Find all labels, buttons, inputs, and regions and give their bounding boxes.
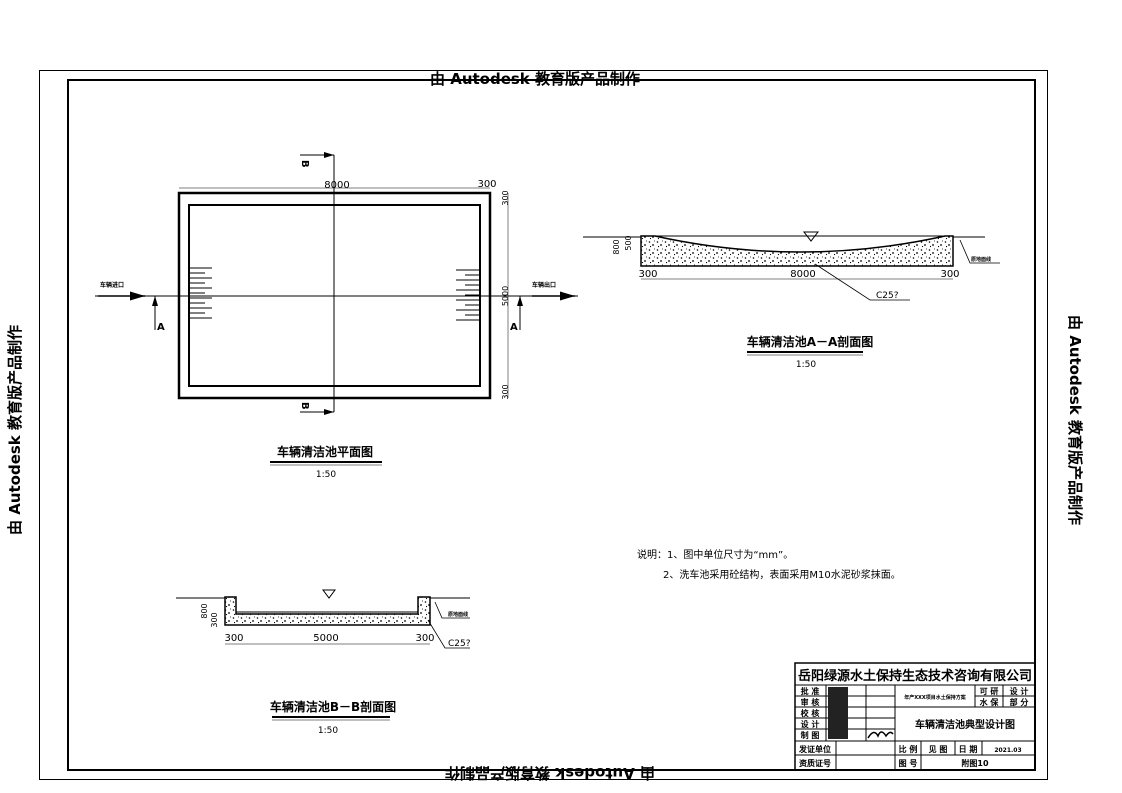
role-design: 设 计: [801, 719, 820, 729]
watermark-top: 由 Autodesk 教育版产品制作: [430, 70, 640, 88]
cert-unit-label: 发证单位: [798, 744, 831, 754]
bb-depth-inner: 300: [210, 612, 219, 627]
drawing-no-label: 图 号: [899, 759, 918, 768]
aa-depth-inner: 500: [624, 235, 633, 250]
redacted-names: [828, 687, 848, 739]
watermark-left: 由 Autodesk 教育版产品制作: [6, 325, 24, 535]
stage-2: 设 计: [1010, 686, 1029, 696]
section-aa: 300 8000 300 800 500 C25? 原地面线 车辆清洁池A－A剖…: [583, 231, 1000, 370]
role-approve: 批 准: [801, 686, 820, 696]
company-name: 岳阳绿源水土保持生态技术咨询有限公司: [798, 668, 1032, 684]
dim-width: 5000: [501, 286, 510, 306]
title-block: [794, 662, 1036, 771]
bb-dim-right: 300: [415, 633, 434, 644]
section-a-label-right: A: [510, 322, 518, 333]
aa-depth-total: 800: [612, 239, 621, 254]
water-level-icon: [802, 231, 820, 242]
cert-no-label: 资质证号: [799, 758, 831, 768]
plan-title: 车辆清洁池平面图: [277, 444, 373, 459]
section-bb-title: 车辆清洁池B－B剖面图: [270, 699, 396, 714]
dept-2: 部 分: [1010, 697, 1029, 707]
watermark-right: 由 Autodesk 教育版产品制作: [1066, 315, 1084, 525]
dim-length: 8000: [324, 180, 349, 191]
note-line-1: 说明：1、图中单位尺寸为“mm”。: [637, 548, 793, 561]
scale-value: 见 图: [929, 745, 948, 754]
outer-border: [39, 70, 1048, 780]
project-name: 年产XXX项目水土保持方案: [904, 694, 967, 701]
grate-right: [456, 269, 479, 321]
exit-label: 车辆出口: [532, 281, 556, 289]
bb-concrete-section: [224, 596, 431, 626]
section-a-label-left: A: [157, 322, 165, 333]
section-aa-title: 车辆清洁池A－A剖面图: [747, 334, 874, 349]
section-b-label-top: B: [299, 160, 310, 168]
section-aa-scale: 1:50: [796, 360, 816, 370]
drawing-no: 附图10: [961, 758, 989, 768]
aa-dim-left: 300: [638, 269, 657, 280]
dept-1: 水 保: [979, 697, 1000, 707]
date-label: 日 期: [959, 744, 978, 754]
dim-wall-bottom: 300: [501, 384, 510, 399]
plan-scale: 1:50: [316, 470, 336, 480]
plan-view: A A B B 车辆进口 车辆出口 8000 300 300 5000 300 …: [95, 152, 578, 480]
bb-water-level-icon: [322, 589, 336, 599]
section-bb-scale: 1:50: [318, 726, 338, 736]
note-line-2: 2、洗车池采用砼结构，表面采用M10水泥砂浆抹面。: [663, 568, 901, 581]
bb-material: C25?: [448, 639, 471, 649]
entrance-label: 车辆进口: [100, 281, 124, 289]
date-value: 2021.03: [994, 747, 1021, 754]
signature: [867, 731, 894, 739]
scale-label: 比 例: [899, 744, 918, 754]
stage-1: 可 研: [980, 687, 999, 696]
inner-frame: [67, 79, 1036, 771]
concrete-section: [640, 235, 954, 267]
role-draw: 制 图: [801, 730, 820, 740]
aa-dim-right: 300: [940, 269, 959, 280]
watermark-bottom: 由 Autodesk 教育版产品制作: [445, 764, 655, 782]
grate-left: [190, 267, 212, 319]
aa-material: C25?: [876, 291, 899, 301]
bb-depth-total: 800: [200, 603, 209, 618]
bb-dim-mid: 5000: [313, 633, 338, 644]
bb-dim-left: 300: [224, 633, 243, 644]
bb-ground-label: 原地面线: [448, 611, 468, 618]
drawing-title: 车辆清洁池典型设计图: [915, 718, 1015, 731]
dim-wall-top: 300: [501, 190, 510, 205]
aa-ground-label: 原地面线: [971, 256, 991, 263]
title-block-text: 岳阳绿源水土保持生态技术咨询有限公司 批 准 审 核 校 核 设 计 制 图 年…: [798, 668, 1032, 768]
aa-dim-mid: 8000: [790, 269, 815, 280]
role-review: 审 核: [801, 697, 820, 707]
section-b-label-bottom: B: [299, 402, 310, 410]
role-check: 校 核: [801, 708, 820, 718]
dim-wall: 300: [477, 179, 496, 190]
section-bb: 300 5000 300 800 300 C25? 原地面线 车辆清洁池B－B剖…: [176, 589, 471, 736]
